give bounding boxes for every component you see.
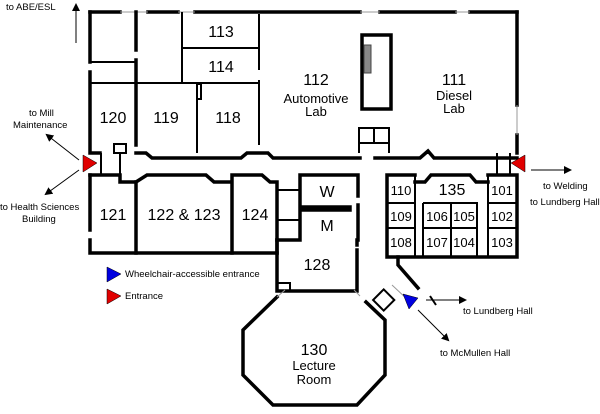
wheelchair-entrance-icon — [402, 293, 419, 310]
room-120: 120 — [100, 110, 127, 127]
to-abe-esl-label: to ABE/ESL — [6, 2, 56, 13]
room-124: 124 — [242, 207, 269, 224]
room-107: 107 — [426, 235, 448, 250]
to-mill-maintenance-label: Maintenance — [13, 120, 67, 131]
room-112-name: Lab — [305, 104, 327, 119]
room-106: 106 — [426, 209, 448, 224]
room-114: 114 — [208, 59, 234, 76]
room-130-name: Lecture — [292, 358, 335, 373]
room-122-123: 122 & 123 — [148, 207, 221, 224]
arrow-southwest-icon — [44, 169, 80, 196]
to-lundberg-hall-label: to Lundberg Hall — [530, 197, 600, 208]
entrance-west-icon — [82, 154, 98, 173]
legend: Wheelchair-accessible entrance Entrance — [106, 266, 260, 305]
room-105: 105 — [453, 209, 475, 224]
room-108: 108 — [390, 235, 412, 250]
room-101: 101 — [491, 183, 513, 198]
room-135: 135 — [439, 182, 466, 199]
legend-entrance-label: Entrance — [125, 291, 163, 302]
room-104: 104 — [453, 235, 475, 250]
entrance-legend-icon — [106, 288, 122, 305]
to-health-sciences-label: to Health Sciences — [0, 202, 79, 213]
room-121: 121 — [100, 207, 127, 224]
to-welding-label: to Welding — [543, 181, 588, 192]
direction-labels: to ABE/ESL to Mill Maintenance to Health… — [0, 2, 600, 359]
room-labels: 113 114 112 Automotive Lab 111 Diesel La… — [100, 24, 513, 387]
room-119: 119 — [153, 110, 179, 127]
room-111-name: Lab — [443, 101, 465, 116]
room-130-name: Room — [297, 372, 332, 387]
room-112-name: Automotive — [283, 91, 348, 106]
room-102: 102 — [491, 209, 513, 224]
room-128: 128 — [304, 257, 331, 274]
wheelchair-entrance-legend-icon — [106, 266, 122, 283]
to-mcmullen-hall-label: to McMullen Hall — [440, 348, 510, 359]
to-lundberg-hall-label: to Lundberg Hall — [463, 306, 533, 317]
room-112-number: 112 — [303, 72, 329, 89]
restroom-women: W — [319, 184, 335, 201]
room-111-number: 111 — [442, 72, 466, 89]
room-113: 113 — [208, 24, 234, 41]
room-130-number: 130 — [301, 342, 328, 359]
room-118: 118 — [215, 110, 241, 127]
room-109: 109 — [390, 209, 412, 224]
arrow-southeast-icon — [417, 309, 450, 342]
arrow-northwest-icon — [45, 133, 80, 161]
entrances — [82, 154, 526, 310]
room-110: 110 — [391, 183, 412, 198]
room-103: 103 — [491, 235, 513, 250]
room-111-name: Diesel — [436, 88, 472, 103]
legend-wheelchair-label: Wheelchair-accessible entrance — [125, 269, 260, 280]
direction-arrows — [44, 3, 572, 342]
to-health-sciences-label: Building — [22, 214, 56, 225]
entrance-east-icon — [510, 154, 526, 173]
to-mill-maintenance-label: to Mill — [29, 108, 54, 119]
walls — [88, 10, 519, 407]
restroom-men: M — [320, 218, 333, 235]
